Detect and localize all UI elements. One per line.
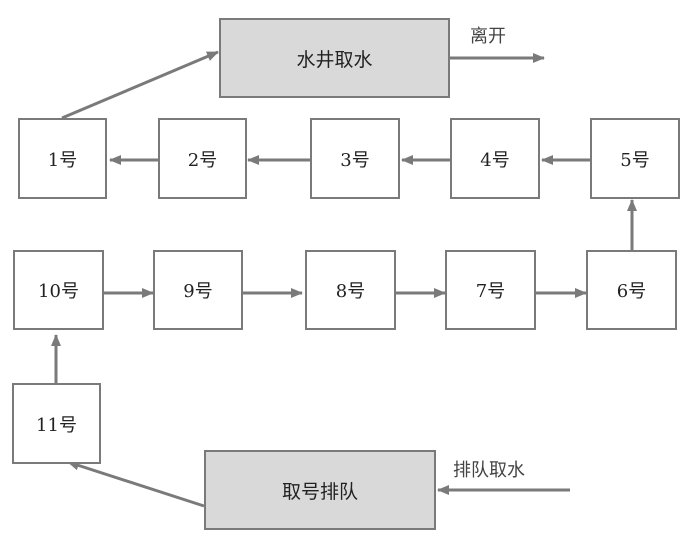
station-7: 7号 [445, 250, 536, 330]
arrow-queue-to-11 [67, 460, 205, 508]
station-2: 2号 [158, 118, 247, 199]
station-5: 5号 [590, 118, 680, 199]
exit-label: 离开 [470, 26, 506, 47]
station-10: 10号 [13, 250, 104, 330]
station-9: 9号 [153, 250, 243, 330]
station-3: 3号 [310, 118, 400, 199]
queue-in-label: 排队取水 [453, 460, 525, 481]
well-box: 水井取水 [219, 18, 450, 98]
station-6: 6号 [586, 250, 677, 330]
station-1: 1号 [18, 118, 107, 199]
arrow-1-to-well [61, 50, 219, 120]
queue-box: 取号排队 [204, 450, 436, 530]
station-11: 11号 [12, 383, 101, 464]
station-8: 8号 [305, 250, 396, 330]
station-4: 4号 [450, 118, 540, 199]
